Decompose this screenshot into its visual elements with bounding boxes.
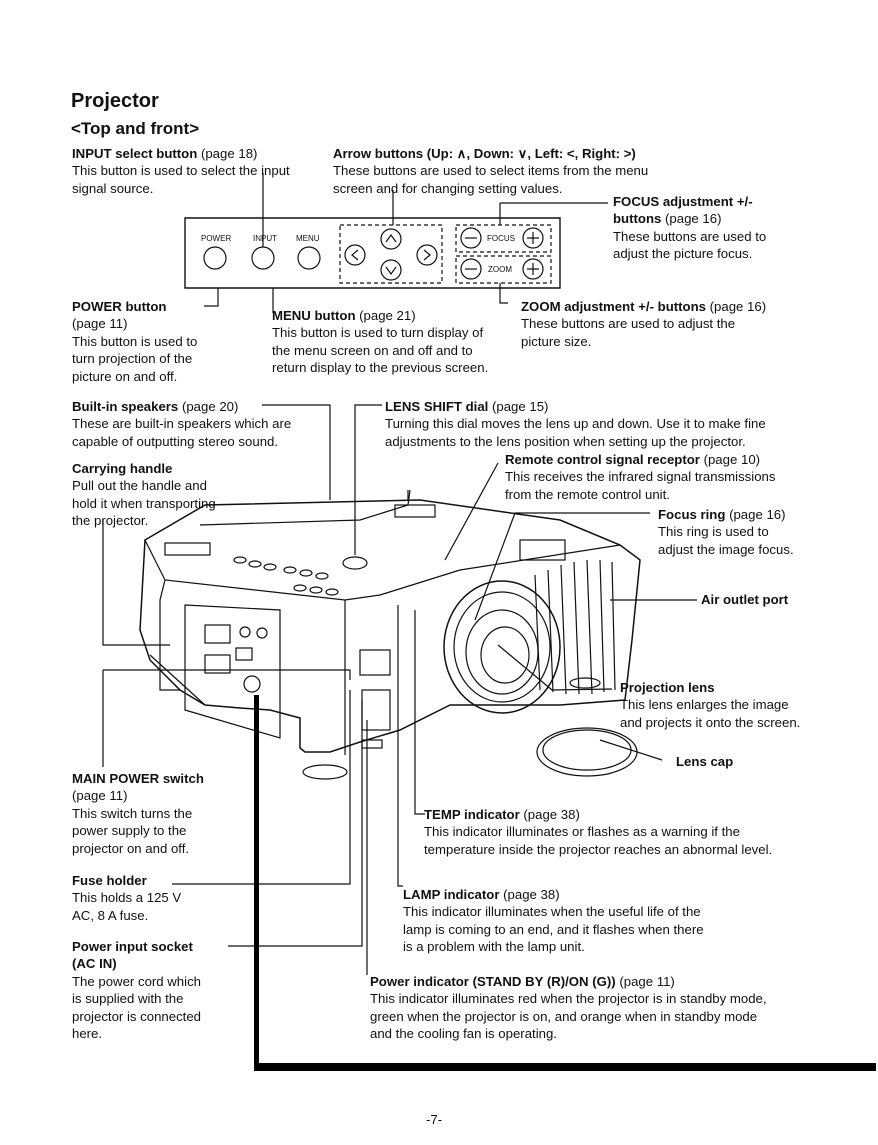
callout-main-power-switch: MAIN POWER switch (page 11) This switch … <box>72 771 204 856</box>
callout-power-button: POWER button (page 11) This button is us… <box>72 299 198 384</box>
input-panel-label: INPUT <box>253 234 277 243</box>
page-number: -7- <box>426 1112 443 1127</box>
callout-air-outlet: Air outlet port <box>701 592 789 607</box>
callout-lamp-indicator: LAMP indicator (page 38) This indicator … <box>403 887 704 955</box>
callout-zoom-adjustment: ZOOM adjustment +/- buttons (page 16) Th… <box>521 299 767 349</box>
page-title: Projector <box>71 90 159 112</box>
callout-projection-lens: Projection lens This lens enlarges the i… <box>620 680 801 730</box>
callout-temp-indicator: TEMP indicator (page 38) This indicator … <box>424 807 773 857</box>
callout-power-indicator: Power indicator (STAND BY (R)/ON (G)) (p… <box>370 974 767 1042</box>
callout-built-in-speakers: Built-in speakers (page 20) These are bu… <box>72 399 292 449</box>
callout-lens-shift-dial: LENS SHIFT dial (page 15) Turning this d… <box>385 399 766 449</box>
power-panel-label: POWER <box>201 234 232 243</box>
callout-power-input-socket: Power input socket (AC IN) The power cor… <box>72 939 202 1042</box>
zoom-panel-label: ZOOM <box>488 265 512 274</box>
callout-lens-cap: Lens cap <box>676 754 734 769</box>
callout-input-select: INPUT select button (page 18) This butto… <box>72 146 290 196</box>
callout-arrow-buttons: Arrow buttons (Up: ∧, Down: ∨, Left: <, … <box>333 146 649 196</box>
callout-menu-button: MENU button (page 21) This button is use… <box>272 308 489 376</box>
callout-focus-adjustment: FOCUS adjustment +/- buttons (page 16) T… <box>613 194 767 262</box>
callout-carrying-handle: Carrying handle Pull out the handle and … <box>72 461 216 529</box>
callout-fuse-holder: Fuse holder This holds a 125 V AC, 8 A f… <box>72 873 182 923</box>
callout-remote-receptor: Remote control signal receptor (page 10)… <box>505 452 776 502</box>
menu-panel-label: MENU <box>296 234 320 243</box>
section-subtitle: <Top and front> <box>71 119 200 138</box>
callout-focus-ring: Focus ring (page 16) This ring is used t… <box>658 507 794 557</box>
focus-panel-label: FOCUS <box>487 234 515 243</box>
